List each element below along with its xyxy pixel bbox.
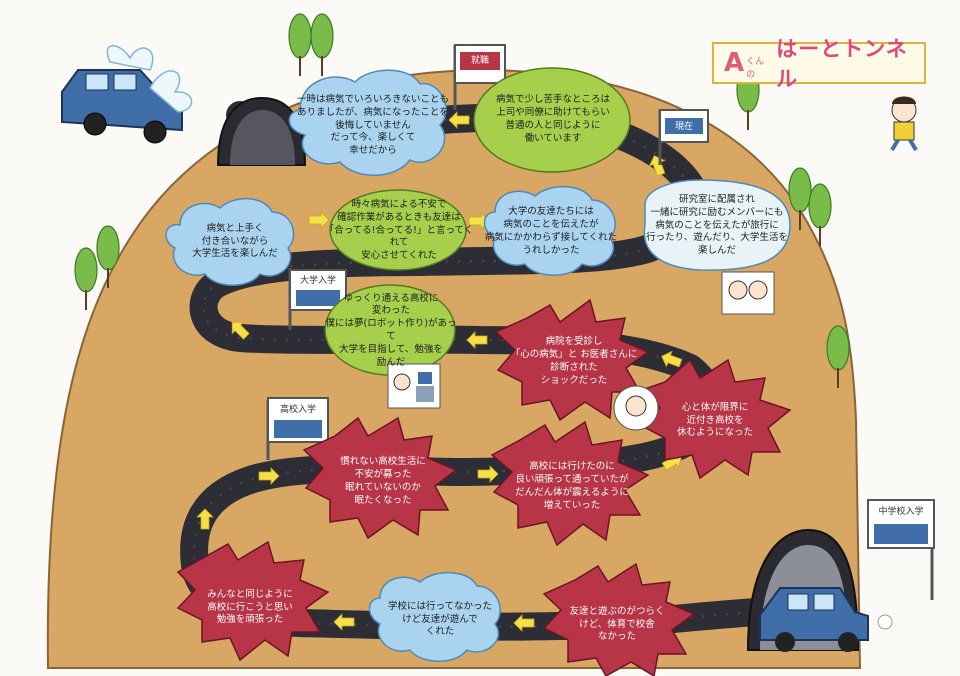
doctor-portrait-icon [613,385,659,431]
bubble-text: 心と体が限界に 近付き高校を 休むようになった [676,401,753,439]
sign-job-label: 就職 [461,53,499,66]
bubble-text: 研究室に配属され 一緒に研究に励むメンバーにも 病気のことを伝えたが旅行に 行っ… [646,193,788,257]
bubble-text: 大学の友達たちには 病気のことを伝えたが 病気にかかわらず接してくれた うれしか… [484,206,618,256]
sign-current-label: 現在 [666,119,702,132]
robot-portrait-icon [387,363,441,409]
bubble-text: ゆっくり通える高校に 変わった 僕には夢(ロボット作り)があって 大学を目指して… [325,292,457,368]
bubble-text: 病気と上手く 付き合いながら 大学生活を楽しんだ [192,222,278,260]
bubble-text: 病気で少し苦手なところは 上司や同僚に助けてもらい 普通の人と同じように 働いて… [495,94,610,144]
tree-icon [74,247,98,311]
flying-car-icon [61,45,193,144]
bubble-text: 病院を受診し 「心の病気」と お医者さんに 診断された ショックだった [510,336,638,386]
boy-icon [890,96,918,152]
bubble-text: 学校には行ってなかった けど友達が遊んで くれた [387,600,493,638]
sign-university-label: 大学入学 [292,273,344,286]
bubble-text: 一時は病気でいろいろきないこともありましたが、病気になったことを 後悔していませ… [296,93,449,157]
tree-icon [288,13,312,77]
bubble-text: 時々病気による不安で 確認作業があるときも友達は 「合ってる!合ってる!」と言っ… [324,198,474,262]
page-title: A くんの はーとトンネル [712,37,926,91]
sign-junior-high-label: 中学校入学 [870,504,932,517]
friends-portrait-icon [721,271,775,315]
red-bursts [176,298,792,676]
title-main: はーとトンネル [776,37,908,91]
title-suffix: くんの [746,57,765,80]
green-bubbles [324,67,631,376]
bubble-text: 友達と遊ぶのがつらく けど、体育で校舎 なかった [569,605,665,643]
driving-car-icon [759,587,893,652]
bubble-text: 慣れない高校生活に 不安が募った 眠れていないのか 眠たくなった [340,456,426,506]
title-letter: A [724,48,745,78]
cloud-bubbles [165,69,616,662]
bubble-text: みんなと同じように 高校に行こうと思い 勉強を頑張った [207,588,293,626]
tunnel-icon [216,96,307,166]
bubble-text: 高校には行けたのに 良い頑張って通っていたが だんだん体が震えるように 増えてい… [515,461,629,511]
sign-high-school-label: 高校入学 [270,402,326,415]
speech-bubble [643,179,791,271]
tree-icon [310,13,334,77]
